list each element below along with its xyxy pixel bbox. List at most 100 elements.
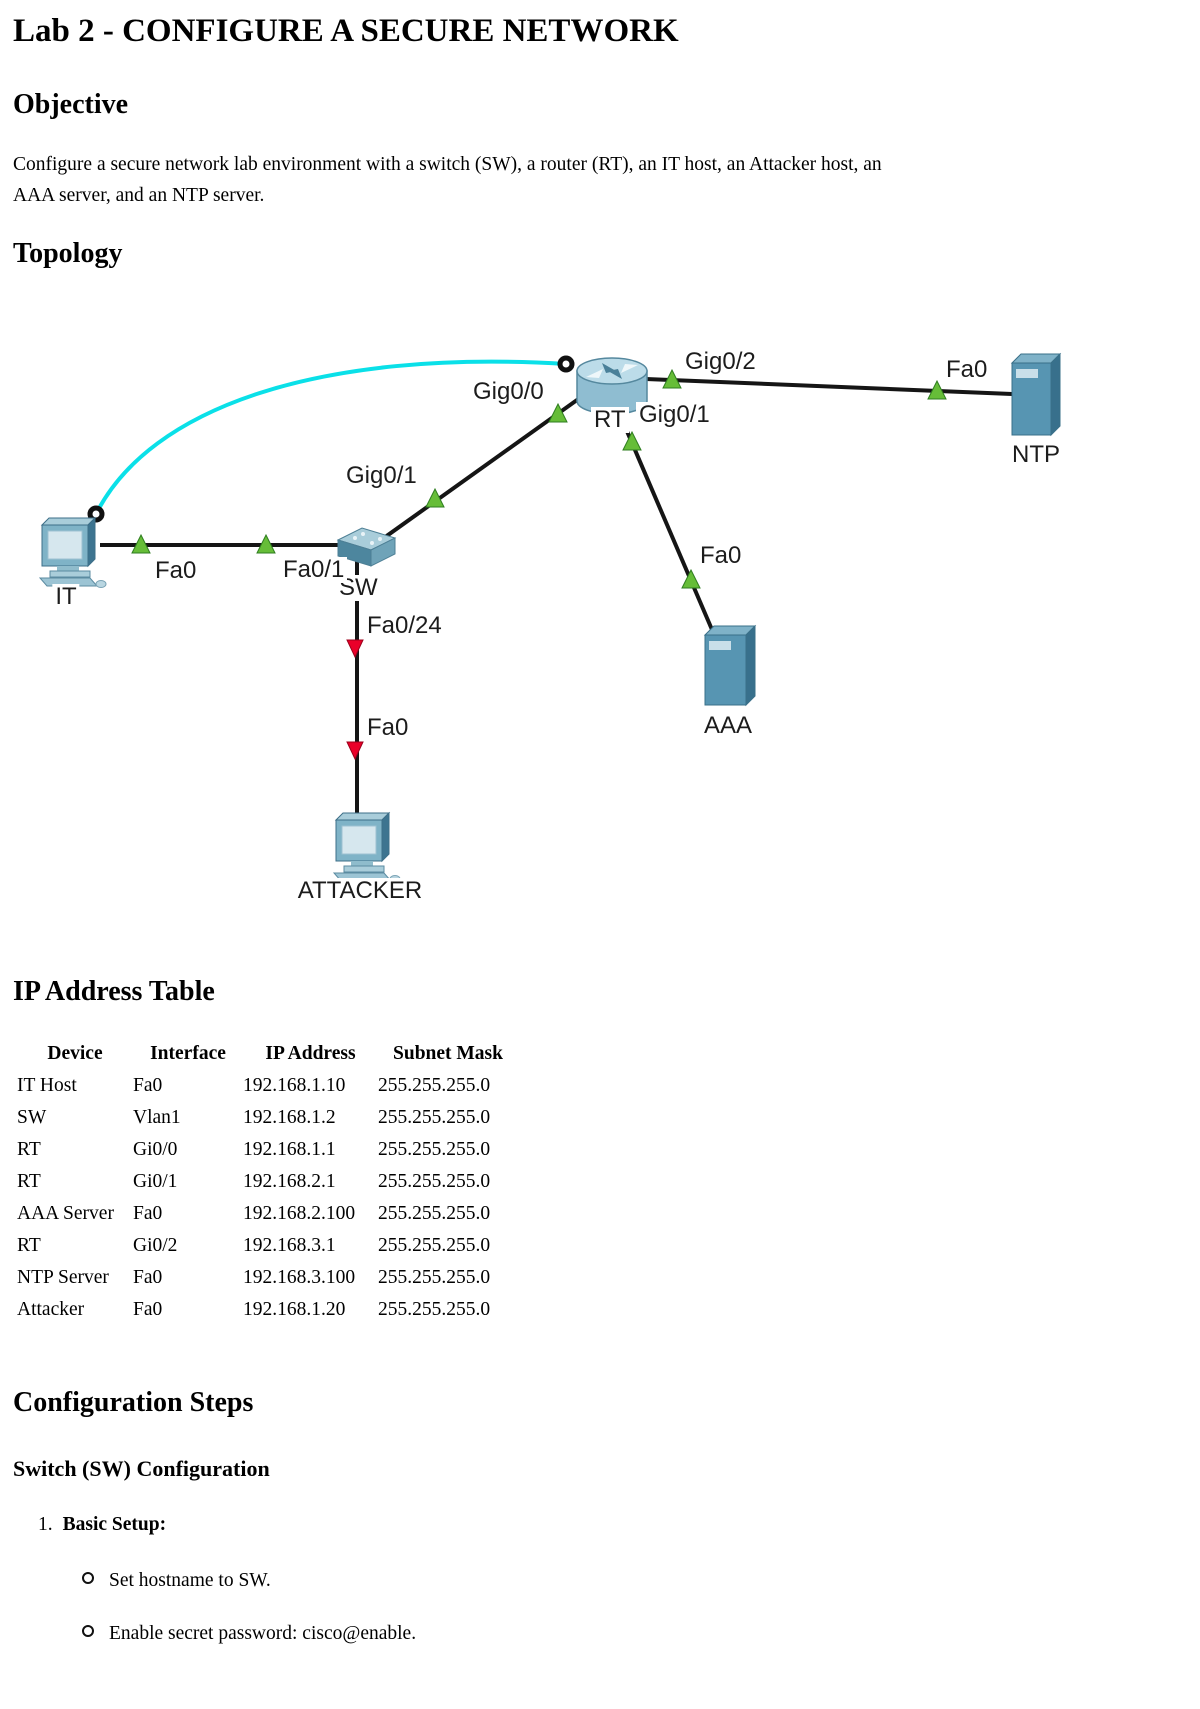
cell-device: RT xyxy=(17,1235,41,1257)
ip-address-table: Device Interface IP Address Subnet Mask … xyxy=(17,1038,518,1326)
link-up-arrow-icon xyxy=(622,430,642,451)
link-up-arrow-icon xyxy=(131,533,151,554)
port-label-fa0-attacker: Fa0 xyxy=(364,714,412,741)
link-up-arrow-icon xyxy=(425,487,445,508)
table-row: RT Gi0/1 192.168.2.1 255.255.255.0 xyxy=(17,1166,518,1198)
device-label-ntp: NTP xyxy=(1009,441,1063,468)
link-up-arrow-icon xyxy=(662,368,682,389)
topology-heading: Topology xyxy=(13,238,123,270)
device-label-attacker: ATTACKER xyxy=(294,877,426,904)
link-up-arrow-icon xyxy=(681,568,701,589)
objective-paragraph: Configure a secure network lab environme… xyxy=(13,149,1098,211)
port-label-fa0-1: Fa0/1 xyxy=(280,556,348,583)
port-label-fa0-ntp: Fa0 xyxy=(943,356,991,383)
table-row: SW Vlan1 192.168.1.2 255.255.255.0 xyxy=(17,1102,518,1134)
port-label-fa0-aaa: Fa0 xyxy=(697,542,745,569)
link-router-aaa xyxy=(618,413,715,633)
cell-device: RT xyxy=(17,1171,41,1193)
cell-device: NTP Server xyxy=(17,1267,109,1289)
circle-bullet-icon xyxy=(82,1625,94,1638)
link-down-arrow-icon xyxy=(346,639,364,658)
cell-device: AAA Server xyxy=(17,1203,114,1225)
aaa-server-icon xyxy=(703,624,757,706)
it-host-icon xyxy=(38,516,107,588)
attacker-host-icon xyxy=(332,811,401,883)
device-label-aaa: AAA xyxy=(700,712,756,739)
table-row: RT Gi0/0 192.168.1.1 255.255.255.0 xyxy=(17,1134,518,1166)
cell-interface: Fa0 xyxy=(133,1299,163,1321)
cell-interface: Gi0/0 xyxy=(133,1139,178,1161)
cell-interface: Fa0 xyxy=(133,1075,163,1097)
cell-ip: 192.168.2.100 xyxy=(243,1203,356,1225)
console-cable xyxy=(94,359,567,515)
column-header-device: Device xyxy=(47,1043,103,1065)
cell-mask: 255.255.255.0 xyxy=(378,1267,491,1289)
step-number: 1. xyxy=(38,1514,53,1536)
port-label-gig0-0: Gig0/0 xyxy=(470,378,547,405)
ntp-server-icon xyxy=(1010,352,1062,436)
cell-mask: 255.255.255.0 xyxy=(378,1203,491,1225)
console-connector-icon xyxy=(557,355,575,373)
port-label-gig0-1-router: Gig0/1 xyxy=(636,401,713,428)
cell-ip: 192.168.1.2 xyxy=(243,1107,336,1129)
port-label-gig0-1-switch: Gig0/1 xyxy=(343,462,420,489)
step-label: Basic Setup: xyxy=(62,1514,167,1536)
ip-table-heading: IP Address Table xyxy=(13,975,215,1007)
cell-device: SW xyxy=(17,1107,47,1129)
cell-mask: 255.255.255.0 xyxy=(378,1235,491,1257)
step-item-basic-setup: 1. Basic Setup: xyxy=(38,1512,1200,1538)
cell-ip: 192.168.1.20 xyxy=(243,1299,346,1321)
circle-bullet-icon xyxy=(82,1572,94,1585)
port-label-fa0-24: Fa0/24 xyxy=(364,612,445,639)
cell-interface: Gi0/2 xyxy=(133,1235,178,1257)
topology-canvas xyxy=(38,352,1062,883)
cell-mask: 255.255.255.0 xyxy=(378,1171,491,1193)
link-up-arrow-icon xyxy=(548,402,568,423)
objective-line-1: Configure a secure network lab environme… xyxy=(13,154,882,176)
port-label-gig0-2: Gig0/2 xyxy=(682,348,759,375)
column-header-subnet-mask: Subnet Mask xyxy=(393,1043,503,1065)
device-label-router: RT xyxy=(591,406,629,433)
cell-mask: 255.255.255.0 xyxy=(378,1299,491,1321)
link-up-arrow-icon xyxy=(927,379,947,400)
cell-interface: Fa0 xyxy=(133,1203,163,1225)
basic-setup-bullet-list: Set hostname to SW. Enable secret passwo… xyxy=(0,1568,1200,1647)
objective-line-2: AAA server, and an NTP server. xyxy=(13,185,265,207)
bullet-text: Enable secret password: cisco@enable. xyxy=(109,1623,417,1645)
bullet-text: Set hostname to SW. xyxy=(109,1570,271,1592)
switch-icon xyxy=(336,527,397,567)
config-steps-heading: Configuration Steps xyxy=(13,1387,254,1419)
cell-device: Attacker xyxy=(17,1299,85,1321)
link-down-arrow-icon xyxy=(346,741,364,760)
topology-diagram: IT SW RT NTP AAA ATTACKER Gig0/0 Gig0/2 … xyxy=(0,287,1200,931)
cell-ip: 192.168.2.1 xyxy=(243,1171,336,1193)
cell-interface: Vlan1 xyxy=(133,1107,181,1129)
cell-device: RT xyxy=(17,1139,41,1161)
cell-mask: 255.255.255.0 xyxy=(378,1075,491,1097)
link-up-arrow-icon xyxy=(256,533,276,554)
list-item: Enable secret password: cisco@enable. xyxy=(82,1621,1200,1647)
cell-device: IT Host xyxy=(17,1075,77,1097)
cell-mask: 255.255.255.0 xyxy=(378,1107,491,1129)
column-header-ip-address: IP Address xyxy=(265,1043,356,1065)
objective-heading: Objective xyxy=(13,88,129,120)
router-icon xyxy=(576,357,648,415)
cell-ip: 192.168.1.10 xyxy=(243,1075,346,1097)
column-header-interface: Interface xyxy=(150,1043,226,1065)
switch-config-heading: Switch (SW) Configuration xyxy=(13,1455,270,1481)
table-row: NTP Server Fa0 192.168.3.100 255.255.255… xyxy=(17,1262,518,1294)
console-connector-icon xyxy=(87,505,105,523)
list-item: Set hostname to SW. xyxy=(82,1568,1200,1594)
device-label-it: IT xyxy=(52,583,80,610)
table-row: IT Host Fa0 192.168.1.10 255.255.255.0 xyxy=(17,1070,518,1102)
cell-interface: Gi0/1 xyxy=(133,1171,178,1193)
cell-mask: 255.255.255.0 xyxy=(378,1139,491,1161)
table-row: RT Gi0/2 192.168.3.1 255.255.255.0 xyxy=(17,1230,518,1262)
device-label-switch: SW xyxy=(336,574,381,601)
table-row: Attacker Fa0 192.168.1.20 255.255.255.0 xyxy=(17,1294,518,1326)
cell-interface: Fa0 xyxy=(133,1267,163,1289)
port-label-fa0-it: Fa0 xyxy=(152,557,200,584)
table-row: AAA Server Fa0 192.168.2.100 255.255.255… xyxy=(17,1198,518,1230)
table-header-row: Device Interface IP Address Subnet Mask xyxy=(17,1038,518,1070)
link-router-ntp xyxy=(645,376,1013,396)
